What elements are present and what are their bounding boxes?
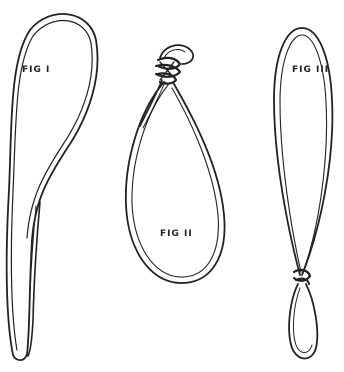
fig-3-label: FIG III xyxy=(292,65,329,75)
fig-2-free-end xyxy=(140,80,162,126)
fig-2-label: FIG II xyxy=(160,229,193,239)
fig-3-eye-inner xyxy=(293,288,312,353)
fig-3-eye-loop xyxy=(274,28,332,359)
fig-2-knot-top-loop-inner xyxy=(164,50,185,58)
fig-2-loop-outer xyxy=(126,82,225,283)
fig-3-knot xyxy=(294,270,310,284)
fig-1-rope-loop xyxy=(7,14,98,360)
fig-1-label: FIG I xyxy=(22,65,50,75)
fig-2-knotted-loop xyxy=(126,45,225,283)
fig-2-free-end-shadow xyxy=(143,82,165,128)
fig-2-knot xyxy=(156,45,193,83)
fig-1-rope-outer xyxy=(7,14,98,360)
